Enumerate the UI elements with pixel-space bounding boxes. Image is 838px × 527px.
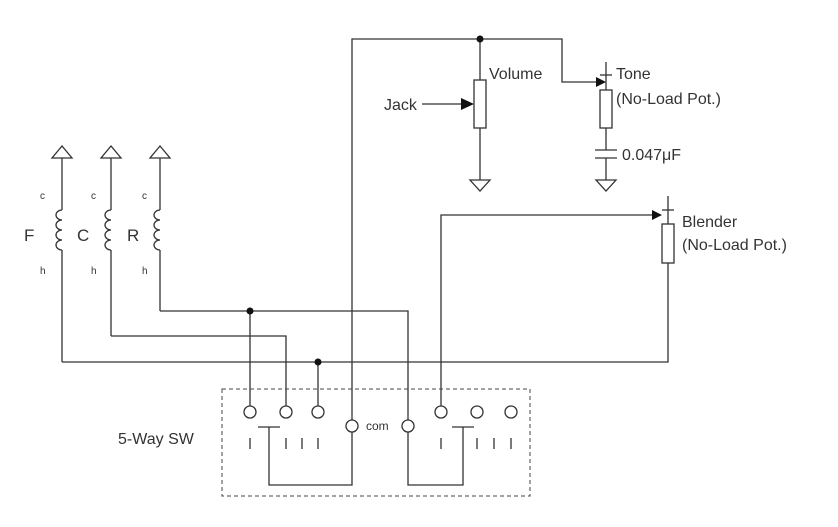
- switch-terminal: [470, 405, 484, 419]
- pickup-f-bottom-tap: h: [40, 266, 46, 277]
- junction-dot-output: [476, 35, 484, 43]
- volume-label: Volume: [489, 66, 542, 83]
- junction-dot-r: [246, 307, 254, 315]
- pickup-f-label: F: [24, 226, 34, 245]
- capacitor-label: 0.047μF: [622, 147, 681, 164]
- pickup-c-bottom-tap: h: [91, 266, 97, 277]
- switch-terminal: [504, 405, 518, 419]
- blender-wiper-arrow: [652, 210, 662, 220]
- tone-ground-icon: [594, 179, 618, 192]
- volume-ground-icon: [468, 179, 492, 192]
- pickup-f-coil-icon: [55, 209, 63, 251]
- pickup-c-top-tap: c: [91, 191, 96, 202]
- tone-resistor: [599, 89, 613, 129]
- pickup-f-ground-arrow: [50, 144, 74, 159]
- tone-note: (No-Load Pot.): [616, 91, 721, 108]
- switch-terminal: [311, 405, 325, 419]
- blender-resistor: [661, 223, 675, 264]
- blender-pot: Blender (No-Load Pot.): [440, 196, 787, 406]
- volume-pot: Jack Volume: [384, 66, 542, 192]
- pickup-c-ground-arrow: [99, 144, 123, 159]
- switch-left-contacts: [249, 426, 353, 486]
- pickup-c-label: C: [77, 226, 89, 245]
- tone-label: Tone: [616, 66, 651, 83]
- tone-wiper-arrow: [596, 77, 606, 87]
- five-way-switch: 5-Way SW com: [118, 388, 531, 497]
- pickup-r-top-tap: c: [142, 191, 147, 202]
- switch-common-label: com: [366, 419, 389, 433]
- pickup-r-coil-icon: [153, 209, 161, 251]
- pickup-r-ground-arrow: [148, 144, 172, 159]
- switch-common-terminal: [401, 419, 415, 433]
- switch-terminal: [243, 405, 257, 419]
- switch-label: 5-Way SW: [118, 431, 195, 448]
- switch-right-contacts: [407, 426, 512, 486]
- pickup-r-bottom-tap: h: [142, 266, 148, 277]
- jack-wiper-arrow: [461, 98, 474, 110]
- switch-terminal: [279, 405, 293, 419]
- pickup-r-label: R: [127, 226, 139, 245]
- output-wiring: [351, 35, 606, 420]
- tone-pot: Tone (No-Load Pot.) 0.047μF: [594, 62, 721, 192]
- pickup-c-coil-icon: [104, 209, 112, 251]
- blender-note: (No-Load Pot.): [682, 237, 787, 254]
- pickup-f-top-tap: c: [40, 191, 45, 202]
- pickup-f: F c h: [24, 144, 74, 362]
- junction-dot-f: [314, 358, 322, 366]
- pickup-r: R c h: [127, 144, 172, 311]
- pickup-wiring: [62, 263, 669, 420]
- jack-label: Jack: [384, 97, 418, 114]
- switch-outline: [221, 388, 531, 497]
- volume-resistor: [473, 79, 487, 129]
- switch-terminal: [434, 405, 448, 419]
- switch-common-terminal: [345, 419, 359, 433]
- blender-label: Blender: [682, 214, 738, 231]
- pickup-c: C c h: [77, 144, 123, 336]
